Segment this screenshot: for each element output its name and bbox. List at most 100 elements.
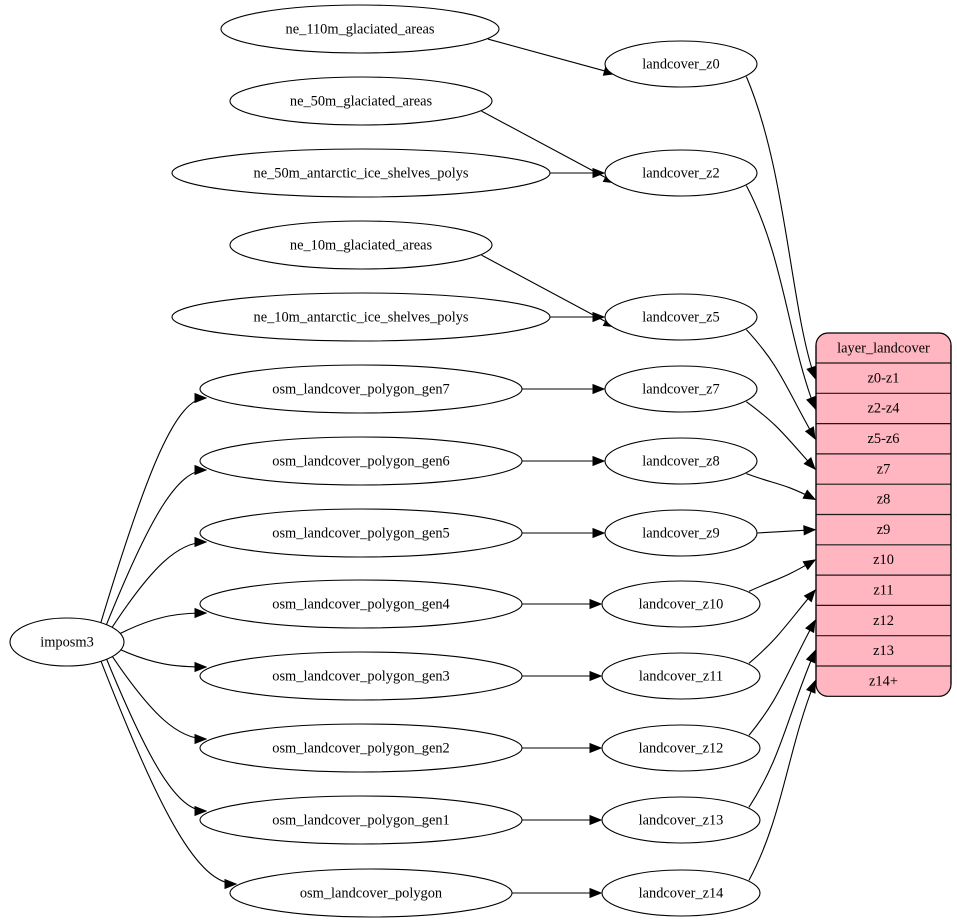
node-landcover_z0[interactable]: landcover_z0 (604, 40, 758, 88)
node-ne_50m_glaciated_areas[interactable]: ne_50m_glaciated_areas (229, 76, 493, 126)
node-label: ne_110m_glaciated_areas (286, 21, 435, 37)
node-ne_110m_glaciated_areas[interactable]: ne_110m_glaciated_areas (220, 4, 500, 54)
node-shape[interactable] (199, 723, 523, 773)
node-landcover_z12[interactable]: landcover_z12 (601, 724, 761, 772)
node-ne_10m_antarctic_ice_shelves_polys[interactable]: ne_10m_antarctic_ice_shelves_polys (171, 292, 551, 342)
node-shape[interactable] (604, 293, 758, 341)
edge-arrowhead (589, 598, 603, 610)
edge-path (746, 401, 816, 470)
table-row[interactable]: z13 (816, 636, 951, 667)
table-row[interactable]: z2-z4 (816, 393, 951, 425)
edge-osm_landcover_polygon_gen1-to-landcover_z13 (522, 814, 603, 826)
node-label: osm_landcover_polygon_gen7 (272, 381, 449, 397)
table-row-label: z5-z6 (868, 431, 900, 447)
node-ne_10m_glaciated_areas[interactable]: ne_10m_glaciated_areas (229, 220, 493, 270)
edge-imposm3-to-osm_landcover_polygon_gen3 (110, 644, 208, 673)
edge-landcover_z8-to-row (746, 473, 817, 500)
node-landcover_z14[interactable]: landcover_z14 (601, 869, 761, 917)
node-shape[interactable] (199, 364, 523, 414)
node-landcover_z8[interactable]: landcover_z8 (604, 437, 758, 485)
table-row[interactable]: z0-z1 (816, 363, 951, 394)
edge-arrowhead (224, 878, 238, 890)
edge-ne_50m_antarctic_ice_shelves_polys-to-landcover_z2 (550, 167, 606, 179)
node-label: landcover_z5 (642, 309, 720, 325)
table-row[interactable]: z10 (816, 545, 951, 576)
node-label: landcover_z12 (639, 740, 724, 756)
node-shape[interactable] (604, 365, 758, 413)
node-landcover_z9[interactable]: landcover_z9 (604, 509, 758, 557)
node-shape[interactable] (199, 579, 523, 629)
node-label: landcover_z8 (642, 453, 720, 469)
edge-landcover_z10-to-row (748, 559, 817, 592)
edge-arrowhead (592, 527, 606, 539)
table-row[interactable]: z8 (816, 484, 951, 516)
node-landcover_z7[interactable]: landcover_z7 (604, 365, 758, 413)
edge-osm_landcover_polygon_gen5-to-landcover_z9 (522, 527, 606, 539)
table-row[interactable]: z5-z6 (816, 424, 951, 455)
edge-path (100, 660, 237, 885)
node-landcover_z13[interactable]: landcover_z13 (601, 796, 761, 844)
node-shape[interactable] (229, 868, 513, 918)
node-ne_50m_antarctic_ice_shelves_polys[interactable]: ne_50m_antarctic_ice_shelves_polys (171, 148, 551, 198)
node-shape[interactable] (199, 436, 523, 486)
table-row[interactable]: z11 (816, 575, 951, 607)
edge-imposm3-to-osm_landcover_polygon_gen6 (104, 464, 208, 628)
node-osm_landcover_polygon_gen6[interactable]: osm_landcover_polygon_gen6 (199, 436, 523, 486)
node-shape[interactable] (171, 292, 551, 342)
node-shape[interactable] (604, 509, 758, 557)
node-label: osm_landcover_polygon_gen4 (272, 596, 449, 612)
edge-arrowhead (806, 365, 817, 380)
table-row[interactable]: z9 (816, 515, 951, 546)
node-osm_landcover_polygon_gen2[interactable]: osm_landcover_polygon_gen2 (199, 723, 523, 773)
edge-path (748, 650, 816, 808)
edge-arrowhead (802, 489, 817, 500)
node-osm_landcover_polygon[interactable]: osm_landcover_polygon (229, 868, 513, 918)
node-shape[interactable] (171, 148, 551, 198)
node-label: landcover_z14 (639, 885, 724, 901)
node-shape[interactable] (604, 149, 758, 197)
table-row[interactable]: z12 (816, 605, 951, 637)
node-shape[interactable] (229, 76, 493, 126)
node-osm_landcover_polygon_gen3[interactable]: osm_landcover_polygon_gen3 (199, 651, 523, 701)
edge-arrowhead (592, 167, 606, 179)
table-row-label: z14+ (869, 673, 898, 689)
node-shape[interactable] (601, 580, 761, 628)
node-shape[interactable] (604, 437, 758, 485)
node-shape[interactable] (604, 40, 758, 88)
edge-arrowhead (805, 649, 816, 664)
node-landcover_z5[interactable]: landcover_z5 (604, 293, 758, 341)
node-shape[interactable] (9, 617, 125, 667)
layer-landcover-table[interactable]: layer_landcoverz0-z1z2-z4z5-z6z7z8z9z10z… (815, 332, 952, 697)
edge-landcover_z2-to-row (745, 185, 816, 410)
node-landcover_z10[interactable]: landcover_z10 (601, 580, 761, 628)
node-label: osm_landcover_polygon_gen3 (272, 668, 449, 684)
node-label: ne_50m_glaciated_areas (290, 93, 433, 109)
node-shape[interactable] (220, 4, 500, 54)
node-shape[interactable] (601, 652, 761, 700)
table-row[interactable]: z14+ (816, 666, 951, 696)
node-shape[interactable] (229, 220, 493, 270)
node-shape[interactable] (199, 508, 523, 558)
node-landcover_z11[interactable]: landcover_z11 (601, 652, 761, 700)
node-landcover_z2[interactable]: landcover_z2 (604, 149, 758, 197)
node-imposm3[interactable]: imposm3 (9, 617, 125, 667)
node-osm_landcover_polygon_gen4[interactable]: osm_landcover_polygon_gen4 (199, 579, 523, 629)
edge-imposm3-to-osm_landcover_polygon_gen5 (108, 536, 208, 633)
edge-arrowhead (194, 536, 208, 548)
table-row-label: z2-z4 (868, 401, 900, 417)
node-shape[interactable] (199, 795, 523, 845)
node-label: landcover_z10 (639, 596, 724, 612)
node-osm_landcover_polygon_gen1[interactable]: osm_landcover_polygon_gen1 (199, 795, 523, 845)
node-osm_landcover_polygon_gen7[interactable]: osm_landcover_polygon_gen7 (199, 364, 523, 414)
node-label: landcover_z7 (642, 381, 720, 397)
edge-arrowhead (802, 559, 817, 571)
edge-arrowhead (194, 805, 208, 817)
table-row[interactable]: z7 (816, 454, 951, 485)
node-osm_landcover_polygon_gen5[interactable]: osm_landcover_polygon_gen5 (199, 508, 523, 558)
node-shape[interactable] (601, 724, 761, 772)
node-shape[interactable] (199, 651, 523, 701)
node-shape[interactable] (601, 869, 761, 917)
edge-osm_landcover_polygon_gen4-to-landcover_z10 (522, 598, 603, 610)
node-shape[interactable] (601, 796, 761, 844)
node-label: osm_landcover_polygon (300, 885, 442, 901)
